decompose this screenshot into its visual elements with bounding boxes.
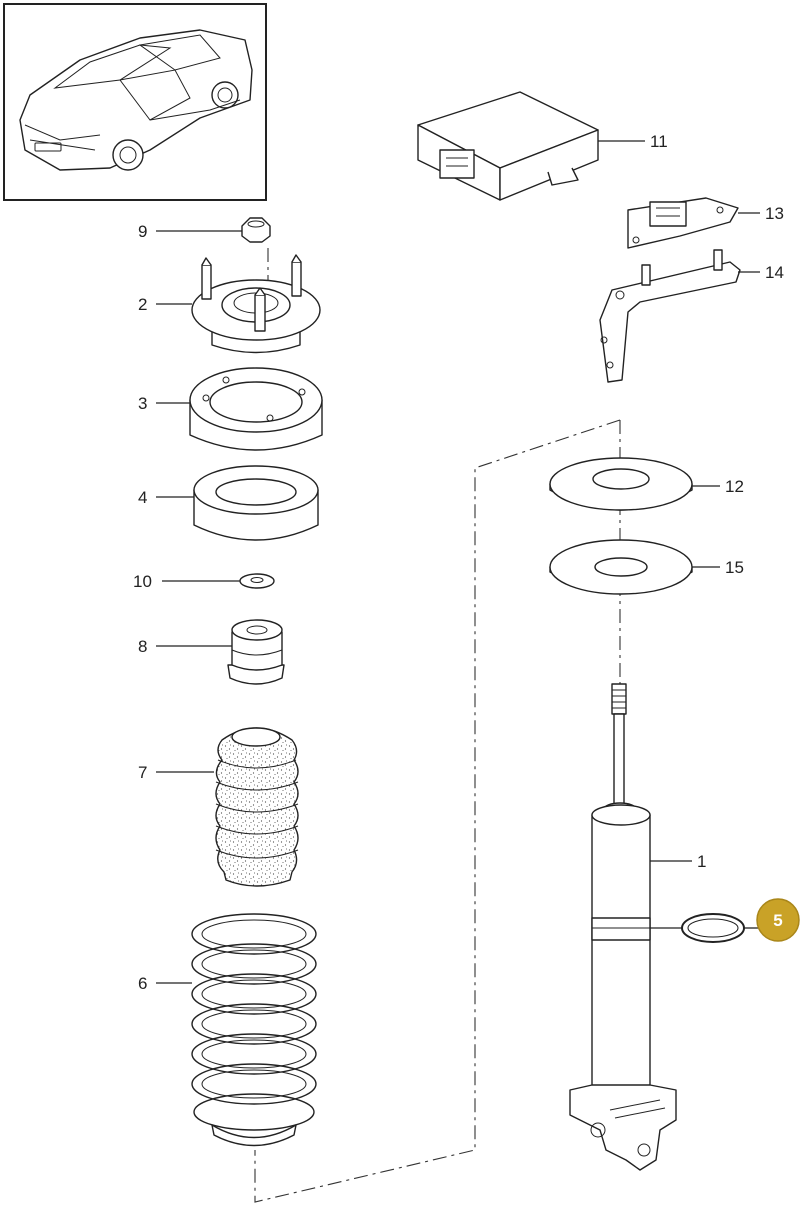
callout-6[interactable]: 6 [138,974,147,993]
part-12-disc[interactable] [549,457,693,511]
callout-labels: 9 2 3 4 10 8 7 6 11 13 14 12 15 1 [133,132,784,993]
part-15-disc[interactable] [549,539,693,595]
part-7-boot[interactable] [215,727,299,887]
callout-8[interactable]: 8 [138,637,147,656]
part-6-coil-spring[interactable] [191,913,317,1147]
callout-3[interactable]: 3 [138,394,147,413]
part-3-spacer-ring[interactable] [189,367,323,451]
callout-9[interactable]: 9 [138,222,147,241]
callout-1[interactable]: 1 [697,852,706,871]
part-13-bracket[interactable] [627,197,739,249]
part-4-ring[interactable] [193,465,319,541]
part-10-washer[interactable] [239,573,275,589]
callout-4[interactable]: 4 [138,488,147,507]
vehicle-thumbnail [3,3,267,201]
highlight-badge[interactable] [756,898,800,942]
callout-15[interactable]: 15 [725,558,744,577]
part-1-shock-absorber[interactable] [569,683,677,1171]
part-9-nut[interactable] [241,217,271,243]
sports-coupe-icon [19,29,253,171]
callout-10[interactable]: 10 [133,572,152,591]
callout-7[interactable]: 7 [138,763,147,782]
leader-lines [156,140,760,984]
callout-13[interactable]: 13 [765,204,784,223]
part-11-control-unit[interactable] [417,91,599,201]
callout-12[interactable]: 12 [725,477,744,496]
part-14-mount-bracket[interactable] [599,249,741,383]
callout-5[interactable]: 5 [773,911,782,930]
part-8-bump-stop[interactable] [227,619,285,685]
callout-2[interactable]: 2 [138,295,147,314]
callout-14[interactable]: 14 [765,263,784,282]
callout-11[interactable]: 11 [650,132,668,151]
part-5-o-ring[interactable] [681,913,745,943]
callout-5-highlight[interactable]: 5 [756,898,800,942]
part-2-top-mount[interactable] [191,254,321,354]
